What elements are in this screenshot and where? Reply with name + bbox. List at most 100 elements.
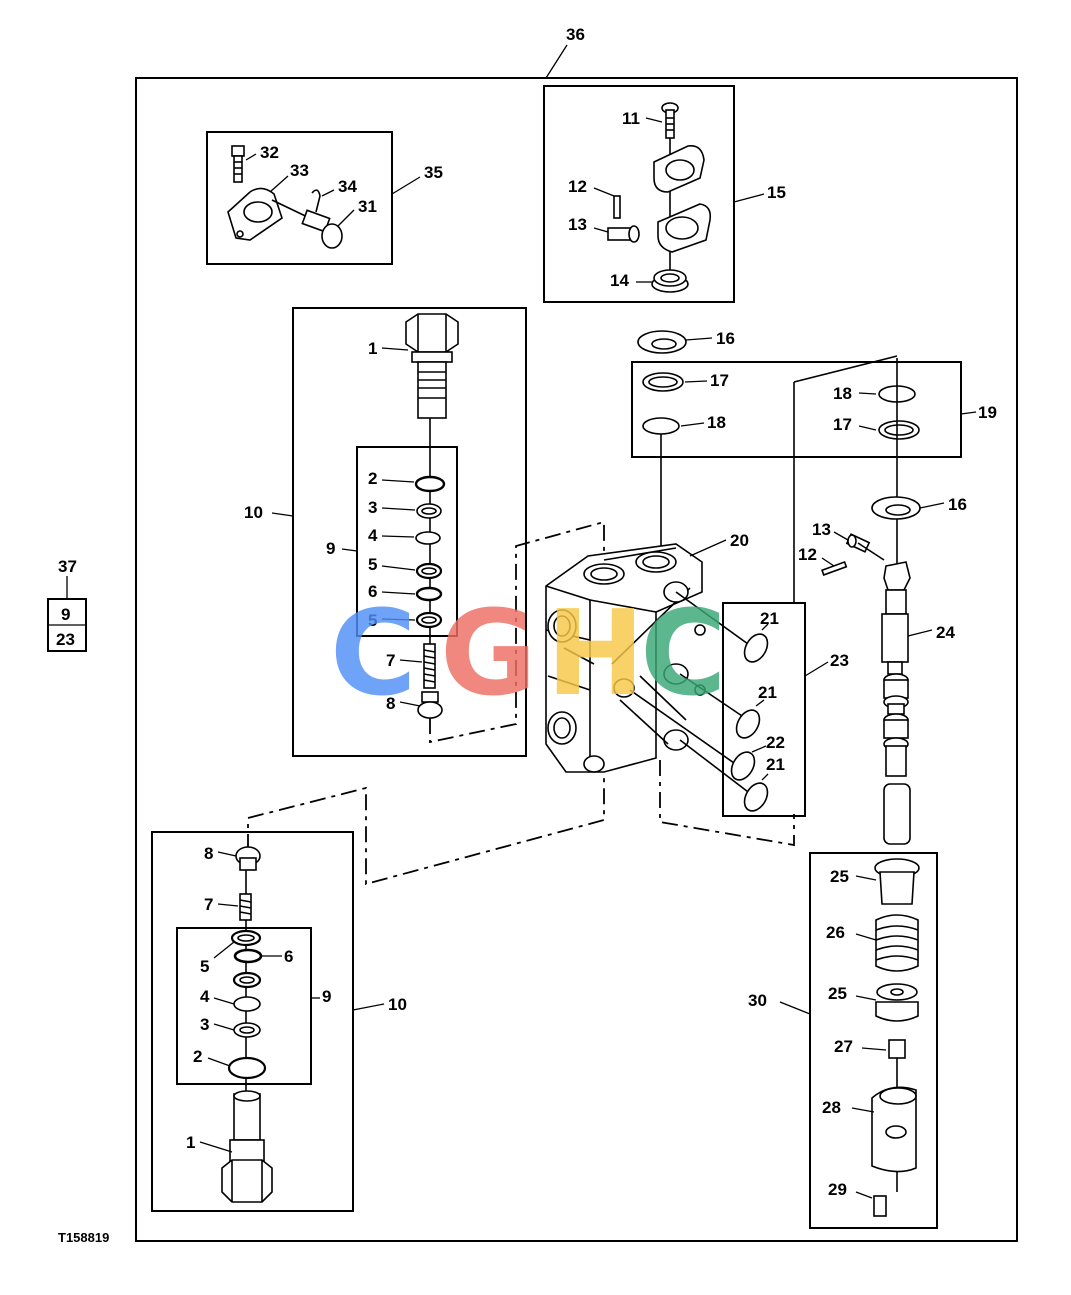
callout-21-b: 21 xyxy=(758,683,777,702)
callout-1-upper: 1 xyxy=(368,339,377,358)
part-31-clevis-pin xyxy=(271,199,343,249)
callout-27: 27 xyxy=(834,1037,853,1056)
callout-23: 23 xyxy=(830,651,849,670)
callout-5-upper-a: 5 xyxy=(368,555,377,574)
part-18-ring-left xyxy=(642,417,680,435)
part-8-cap-lower xyxy=(235,846,261,871)
part-1-plug-upper xyxy=(405,313,459,419)
callout-17-left: 17 xyxy=(710,371,729,390)
callout-14: 14 xyxy=(610,271,629,290)
callout-36: 36 xyxy=(566,25,585,44)
callout-32: 32 xyxy=(260,143,279,162)
kit-box-10-upper xyxy=(292,307,527,757)
part-7-spring-lower xyxy=(239,893,252,921)
watermark-letter-c2: C xyxy=(640,584,727,722)
part-6-oring-upper xyxy=(415,586,443,602)
part-3-ring-lower xyxy=(233,1022,261,1038)
part-28-housing xyxy=(871,1086,917,1173)
part-5-ring-lower-b xyxy=(232,971,262,989)
part-16-washer-upper xyxy=(637,330,687,354)
part-12-pin-right xyxy=(821,560,848,576)
callout-9-upper: 9 xyxy=(326,539,335,558)
callout-11: 11 xyxy=(622,109,640,128)
callout-8-lower: 8 xyxy=(204,844,213,863)
part-29-screw xyxy=(873,1195,887,1217)
part-7-spring-upper xyxy=(423,643,436,689)
callout-8-upper: 8 xyxy=(386,694,395,713)
part-21-seal-c xyxy=(743,782,769,812)
callout-12-top: 12 xyxy=(568,177,587,196)
part-3-ring-upper xyxy=(416,503,442,519)
callout-21-c: 21 xyxy=(766,755,785,774)
callout-17-right: 17 xyxy=(833,415,852,434)
callout-7-lower: 7 xyxy=(204,895,213,914)
callout-6-upper: 6 xyxy=(368,582,377,601)
part-14-seal xyxy=(651,269,689,293)
part-25-cap-bottom xyxy=(875,983,919,1022)
callout-26: 26 xyxy=(826,923,845,942)
part-26-spring xyxy=(875,914,919,972)
callout-37-23: 23 xyxy=(56,630,75,649)
callout-5-upper-b: 5 xyxy=(368,611,377,630)
part-17-ring-right xyxy=(878,420,920,440)
callout-10-upper: 10 xyxy=(244,503,263,522)
cghc-watermark: C G H C xyxy=(330,584,727,722)
part-15-flange-top xyxy=(653,144,705,193)
callout-29: 29 xyxy=(828,1180,847,1199)
kit-box-9-lower xyxy=(176,927,312,1085)
part-32-screw xyxy=(231,145,245,183)
kit-box-9-upper xyxy=(356,446,458,637)
callout-3-upper: 3 xyxy=(368,498,377,517)
part-5-ring-upper-b xyxy=(415,611,443,629)
callout-1-lower: 1 xyxy=(186,1133,195,1152)
part-12-pin xyxy=(613,195,621,219)
callout-20: 20 xyxy=(730,531,749,550)
callout-18-right: 18 xyxy=(833,384,852,403)
kit-box-15 xyxy=(543,85,735,303)
callout-31: 31 xyxy=(358,197,377,216)
callout-18-left: 18 xyxy=(707,413,726,432)
part-4-disc-upper xyxy=(415,531,441,545)
callout-15: 15 xyxy=(767,183,786,202)
part-2-oring-lower xyxy=(227,1056,267,1080)
callout-33: 33 xyxy=(290,161,309,180)
part-8-cap-upper xyxy=(417,691,443,719)
watermark-letter-h: H xyxy=(546,584,645,722)
callout-34: 34 xyxy=(338,177,357,196)
part-21-seal-a xyxy=(743,633,769,663)
callout-16-lower: 16 xyxy=(948,495,967,514)
callout-12-right: 12 xyxy=(798,545,817,564)
callout-25-top: 25 xyxy=(830,867,849,886)
callout-2-lower: 2 xyxy=(193,1047,202,1066)
kit-box-10-lower xyxy=(151,831,354,1212)
part-4-disc-lower xyxy=(233,996,261,1012)
callout-10-lower: 10 xyxy=(388,995,407,1014)
callout-13-right: 13 xyxy=(812,520,831,539)
callout-4-lower: 4 xyxy=(200,987,210,1006)
assembly-frame-36 xyxy=(135,77,1018,1242)
callout-16-upper: 16 xyxy=(716,329,735,348)
callout-9-lower: 9 xyxy=(322,987,331,1006)
callout-19: 19 xyxy=(978,403,997,422)
part-20-valve-body xyxy=(545,543,706,773)
part-21-seal-b xyxy=(735,709,761,739)
part-6-oring-lower xyxy=(233,948,263,964)
callout-5-lower: 5 xyxy=(200,957,209,976)
callout-30: 30 xyxy=(748,991,767,1010)
callout-35: 35 xyxy=(424,163,443,182)
part-24-spool xyxy=(881,561,911,845)
watermark-letter-c1: C xyxy=(330,584,417,722)
part-2-oring-upper xyxy=(414,475,446,493)
part-13-fitting xyxy=(607,225,640,243)
part-5-ring-upper-a xyxy=(415,562,443,580)
part-15-flange-bottom xyxy=(657,203,712,253)
part-25-cap-top xyxy=(874,858,920,905)
callout-37-9: 9 xyxy=(61,605,70,624)
callout-24: 24 xyxy=(936,623,955,642)
callout-3-lower: 3 xyxy=(200,1015,209,1034)
part-34-pin xyxy=(311,189,321,213)
callout-4-upper: 4 xyxy=(368,526,378,545)
watermark-letter-g: G xyxy=(440,584,537,722)
part-17-ring-left xyxy=(642,372,684,392)
